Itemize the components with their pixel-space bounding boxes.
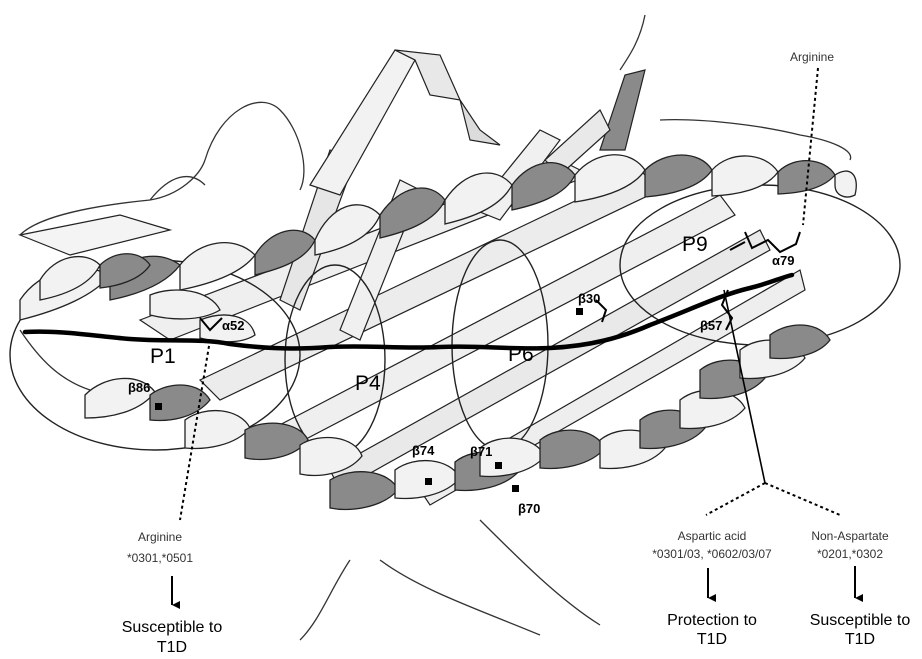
outcome-left-1: Susceptible to <box>122 619 223 636</box>
outcome-right-2: T1D <box>845 631 875 648</box>
pocket-label-p9: P9 <box>682 233 708 256</box>
marker-b30 <box>576 308 583 315</box>
pointer-arginine-top <box>803 68 818 225</box>
outcome-arrows <box>172 566 855 605</box>
residue-label-b86: β86 <box>128 380 150 395</box>
outcome-middle-1: Protection to <box>667 612 757 629</box>
marker-b74 <box>425 478 432 485</box>
outcome-middle-2: T1D <box>697 631 727 648</box>
annotation-aspartic-1: Aspartic acid <box>678 529 747 543</box>
pocket-label-p4: P4 <box>355 372 381 395</box>
residue-label-a79: α79 <box>772 253 794 268</box>
marker-b86 <box>155 403 162 410</box>
residue-label-b30: β30 <box>578 291 600 306</box>
annotation-non-aspartate-2: *0201,*0302 <box>817 547 883 561</box>
marker-b71 <box>495 462 502 469</box>
annotation-non-aspartate-1: Non-Aspartate <box>811 529 889 543</box>
marker-b70 <box>512 485 519 492</box>
outcome-left-2: T1D <box>157 639 187 654</box>
residue-label-b71: β71 <box>470 444 492 459</box>
annotation-arginine-left-2: *0301,*0501 <box>127 551 193 565</box>
residue-label-b74: β74 <box>412 443 435 458</box>
annotation-arginine-top: Arginine <box>790 50 834 64</box>
outcome-right-1: Susceptible to <box>810 612 911 629</box>
annotation-aspartic-2: *0301/03, *0602/03/07 <box>652 547 772 561</box>
residue-label-b57: β57 <box>700 318 722 333</box>
annotation-arginine-left-1: Arginine <box>138 530 182 544</box>
pocket-label-p6: P6 <box>508 343 534 366</box>
pocket-label-p1: P1 <box>150 345 176 368</box>
residue-label-a52: α52 <box>222 318 244 333</box>
residue-label-b70: β70 <box>518 501 540 516</box>
